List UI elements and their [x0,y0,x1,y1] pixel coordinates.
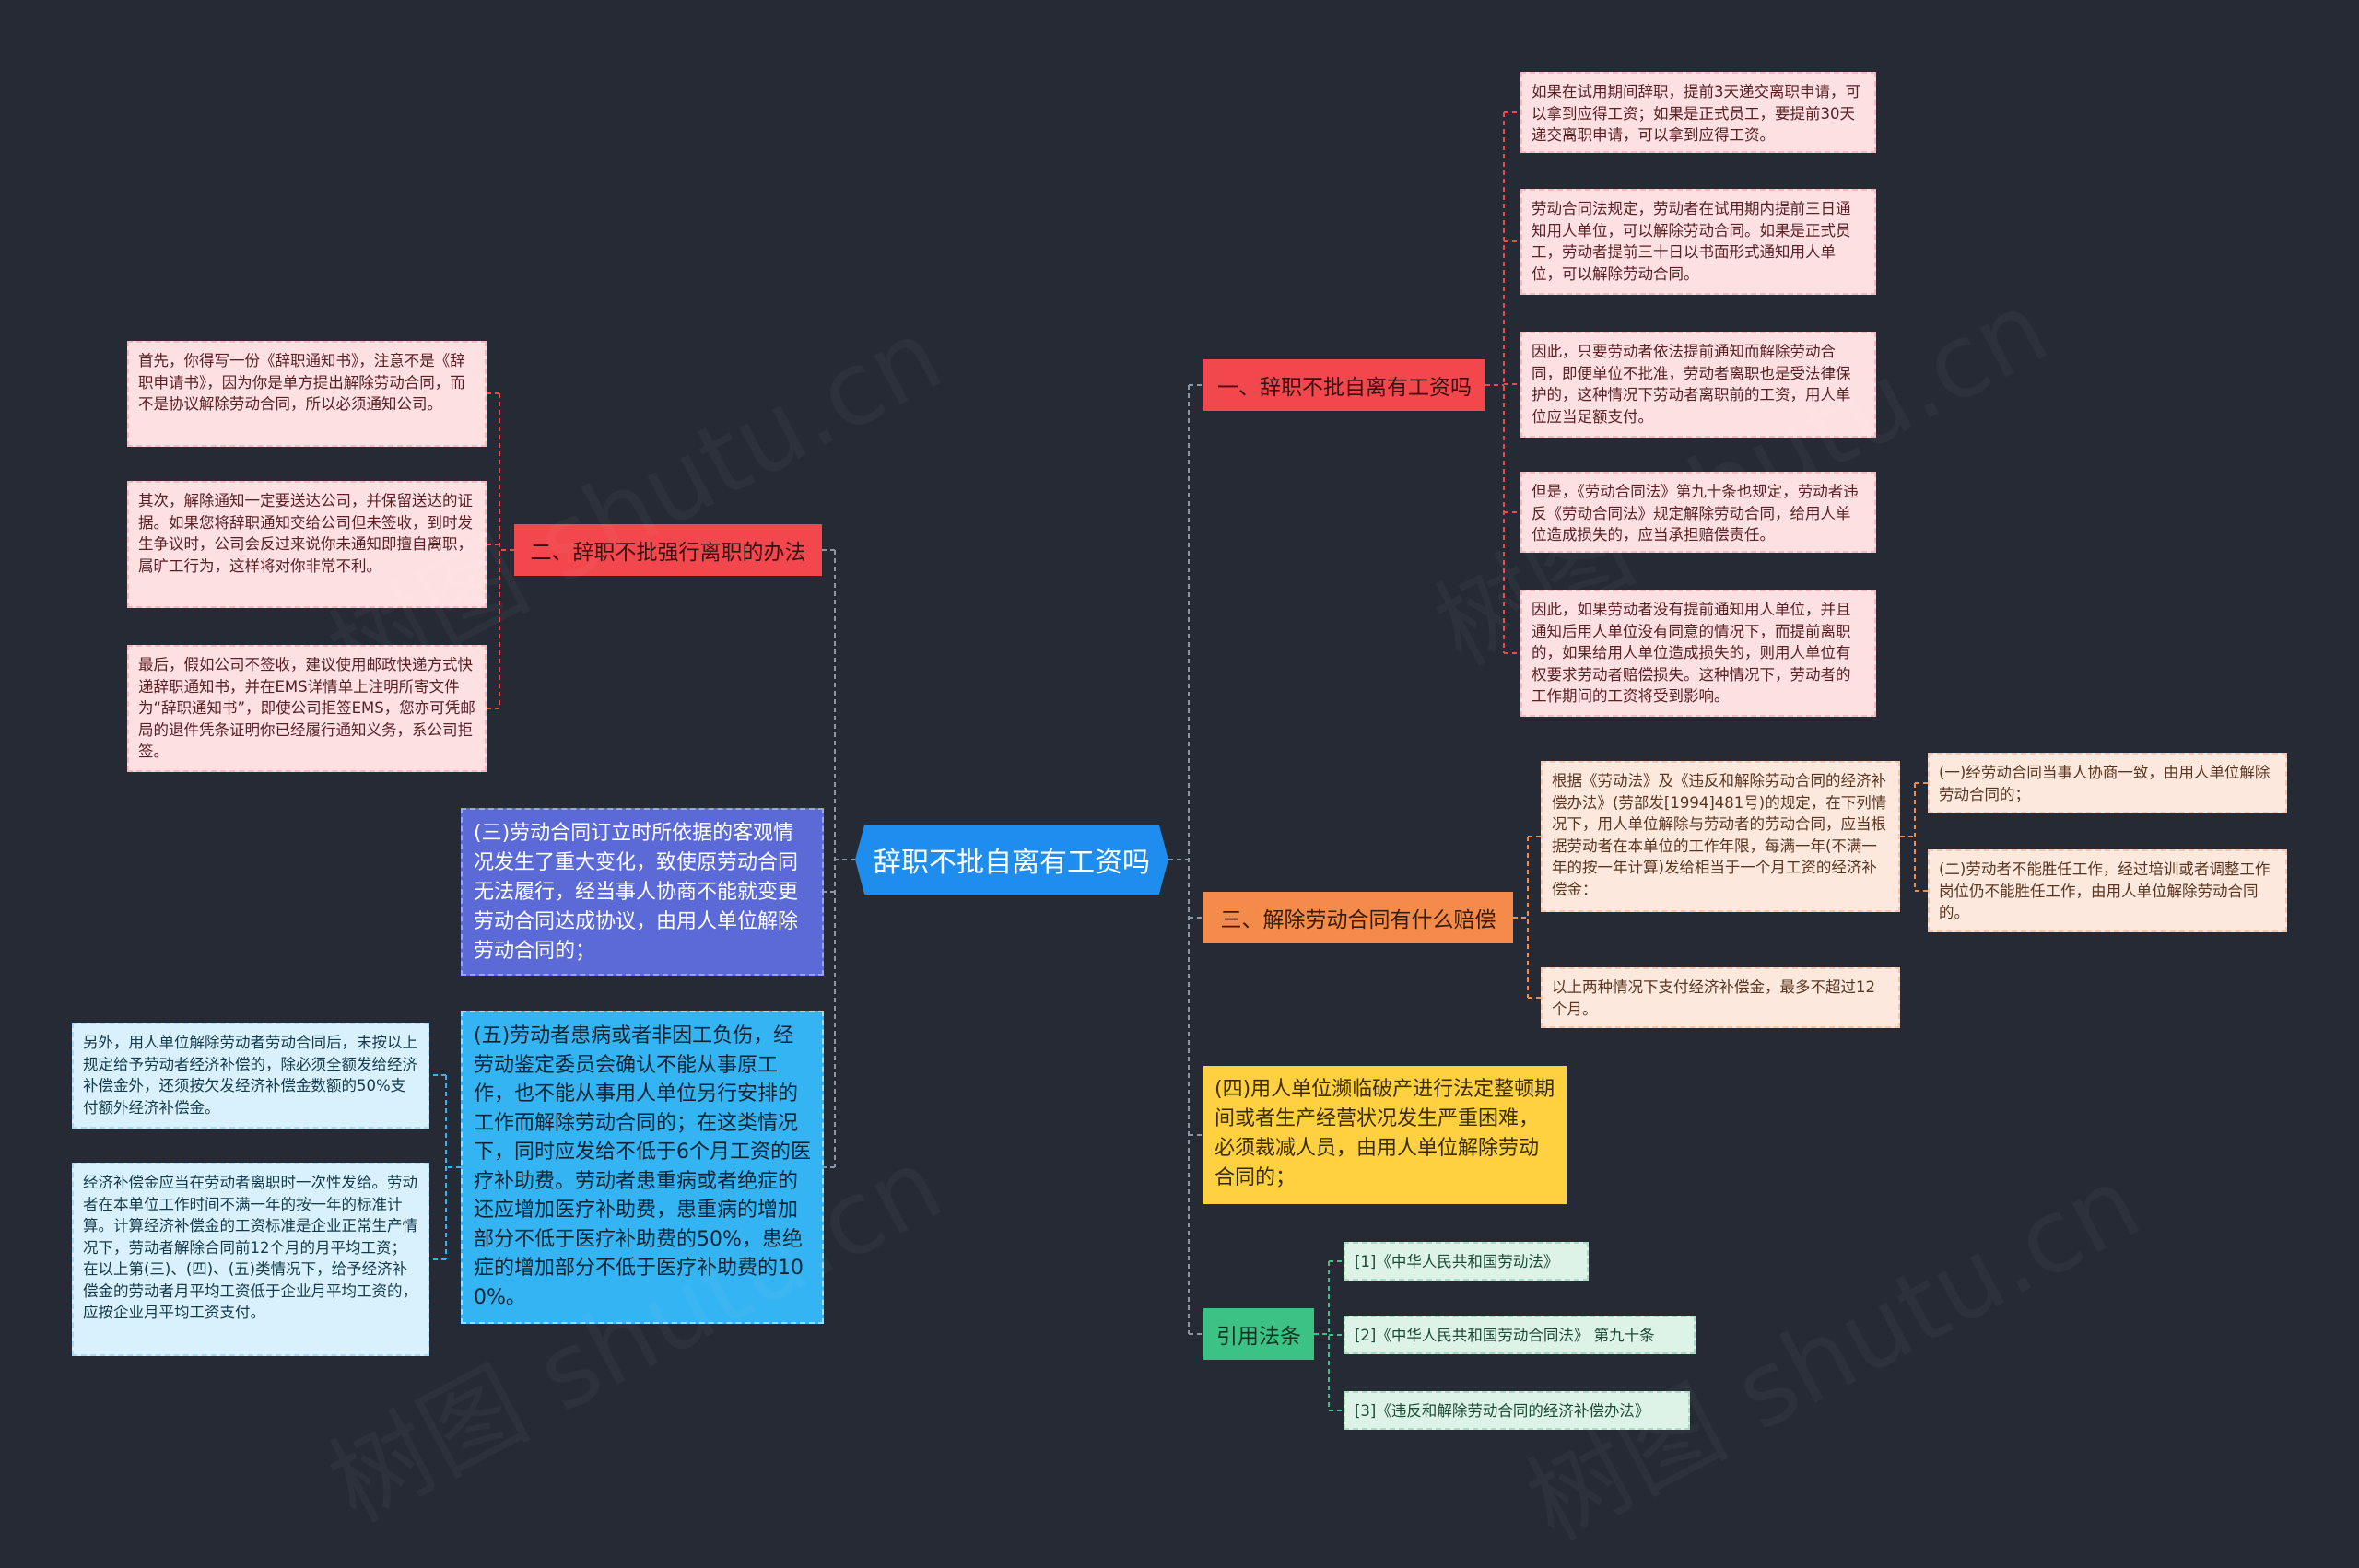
branch-termination-compensation[interactable]: 三、解除劳动合同有什么赔偿 [1203,892,1513,943]
leaf-probation-notice[interactable]: 如果在试用期间辞职，提前3天递交离职申请，可以拿到应得工资；如果是正式员工，要提… [1520,72,1876,153]
leaf-law-3[interactable]: [3]《违反和解除劳动合同的经济补偿办法》 [1344,1391,1690,1430]
leaf-labor-contract-law-rule[interactable]: 劳动合同法规定，劳动者在试用期内提前三日通知用人单位，可以解除劳动合同。如果是正… [1520,189,1876,295]
branch-bankruptcy-layoff[interactable]: (四)用人单位濒临破产进行法定整顿期间或者生产经营状况发生严重困难，必须裁减人员… [1203,1066,1567,1204]
leaf-max-12-months[interactable]: 以上两种情况下支付经济补偿金，最多不超过12个月。 [1541,967,1900,1028]
leaf-write-resignation-notice[interactable]: 首先，你得写一份《辞职通知书》，注意不是《辞职申请书》，因为你是单方提出解除劳动… [127,341,487,447]
leaf-incompetent-worker[interactable]: (二)劳动者不能胜任工作，经过培训或者调整工作岗位仍不能胜任工作，由用人单位解除… [1928,849,2287,932]
connector-lines [429,111,1928,1411]
leaf-article-90[interactable]: 但是，《劳动合同法》第九十条也规定，劳动者违反《劳动合同法》规定解除劳动合同，给… [1520,472,1876,553]
leaf-mutual-agreement[interactable]: (一)经劳动合同当事人协商一致，由用人单位解除劳动合同的； [1928,753,2287,813]
leaf-extra-compensation[interactable]: 另外，用人单位解除劳动者劳动合同后，未按以上规定给予劳动者经济补偿的，除必须全额… [72,1023,429,1129]
leaf-law-1[interactable]: [1]《中华人民共和国劳动法》 [1344,1242,1589,1281]
leaf-law-2[interactable]: [2]《中华人民共和国劳动合同法》 第九十条 [1344,1316,1696,1354]
branch-resign-unapproved-wages[interactable]: 一、辞职不批自离有工资吗 [1203,359,1485,411]
leaf-no-notice-consequence[interactable]: 因此，如果劳动者没有提前通知用人单位，并且通知后用人单位没有同意的情况下，而提前… [1520,590,1876,717]
branch-cited-laws[interactable]: 引用法条 [1203,1308,1314,1360]
branch-illness-injury[interactable]: (五)劳动者患病或者非因工负伤，经劳动鉴定委员会确认不能从事原工作，也不能从事用… [461,1011,824,1324]
leaf-deliver-notice[interactable]: 其次，解除通知一定要送达公司，并保留送达的证据。如果您将辞职通知交给公司但未签收… [127,481,487,608]
leaf-ems-delivery[interactable]: 最后，假如公司不签收，建议使用邮政快递方式快递辞职通知书，并在EMS详情单上注明… [127,645,487,772]
leaf-compensation-payment[interactable]: 经济补偿金应当在劳动者离职时一次性发给。劳动者在本单位工作时间不满一年的按一年的… [72,1163,429,1356]
root-topic[interactable]: 辞职不批自离有工资吗 [855,825,1168,895]
leaf-legal-protection[interactable]: 因此，只要劳动者依法提前通知而解除劳动合同，即便单位不批准，劳动者离职也是受法律… [1520,332,1876,438]
branch-forced-resignation-method[interactable]: 二、辞职不批强行离职的办法 [514,524,822,576]
leaf-compensation-rule[interactable]: 根据《劳动法》及《违反和解除劳动合同的经济补偿办法》(劳部发[1994]481号… [1541,761,1900,912]
branch-objective-change[interactable]: (三)劳动合同订立时所依据的客观情况发生了重大变化，致使原劳动合同无法履行，经当… [461,808,824,976]
